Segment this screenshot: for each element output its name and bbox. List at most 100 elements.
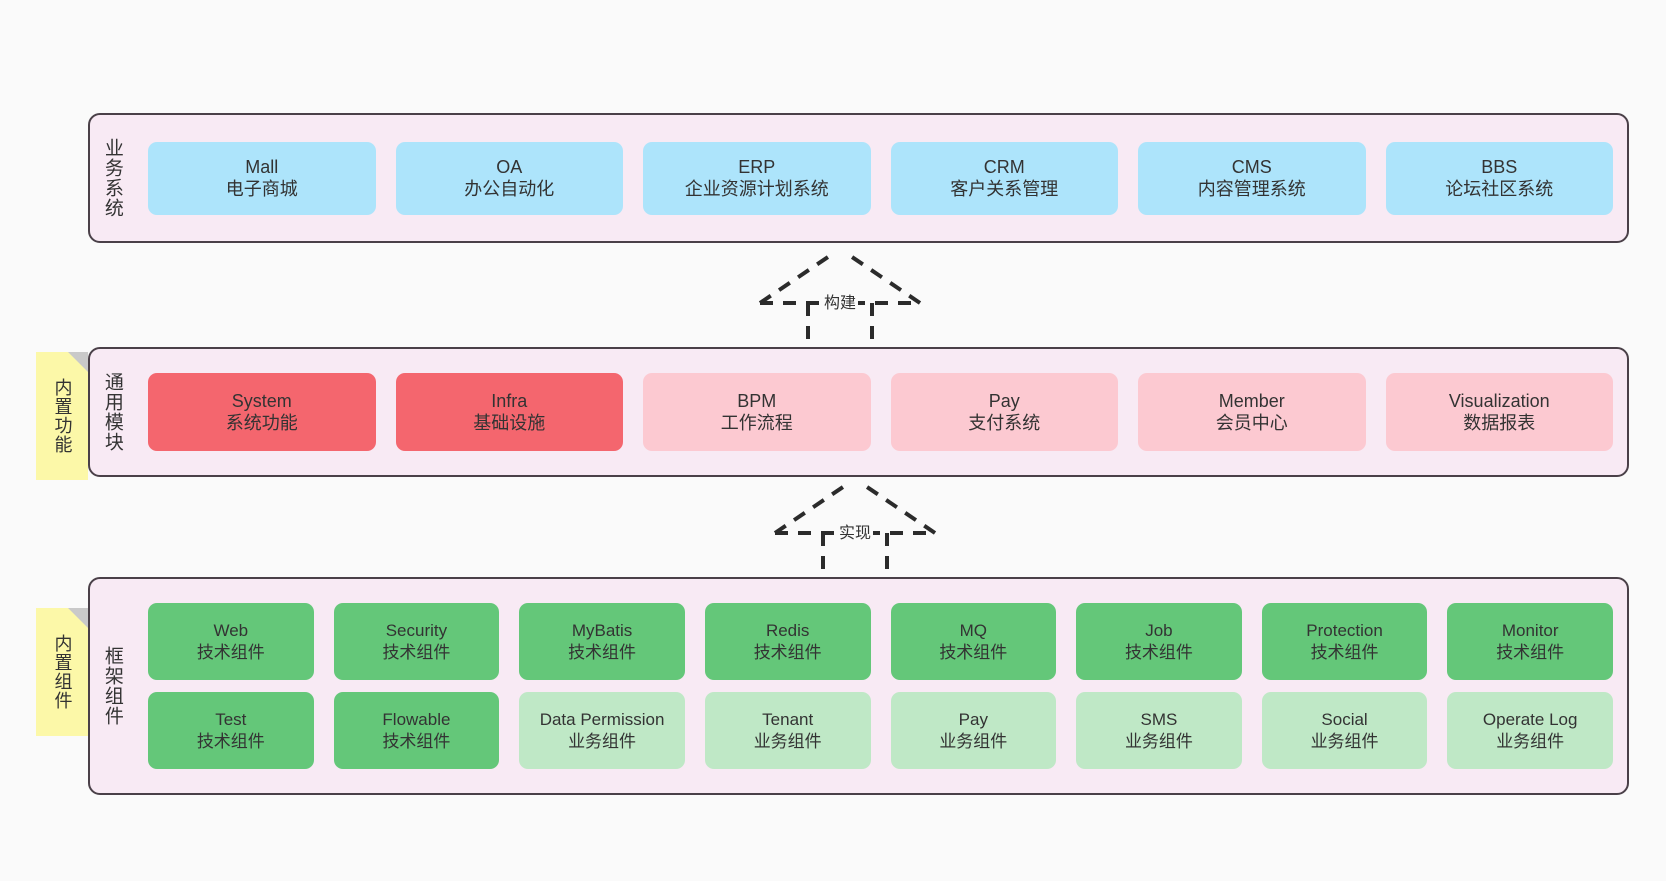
note-fold-icon [68, 352, 88, 372]
card-title: Redis [765, 621, 810, 641]
card-pay-module[interactable]: Pay 支付系统 [890, 373, 1118, 451]
card-title: SMS [1140, 710, 1178, 730]
arrowhead-right-stroke [850, 255, 922, 305]
card-subtitle: 技术组件 [382, 642, 451, 662]
card-title: Pay [958, 710, 988, 730]
card-subtitle: 技术组件 [196, 642, 265, 662]
framework-row-technical: Web 技术组件 Security 技术组件 MyBatis 技术组件 Redi… [148, 603, 1613, 680]
card-subtitle: 业务组件 [939, 731, 1008, 751]
card-subtitle: 技术组件 [568, 642, 637, 662]
card-subtitle: 支付系统 [968, 413, 1041, 433]
card-tenant[interactable]: Tenant 业务组件 [704, 692, 871, 769]
note-fold-icon [68, 608, 88, 628]
connector-implement: 实现 [755, 481, 955, 591]
card-bbs[interactable]: BBS 论坛社区系统 [1385, 141, 1613, 215]
card-title: Infra [491, 390, 528, 411]
card-operate-log[interactable]: Operate Log 业务组件 [1447, 692, 1613, 769]
card-pay-component[interactable]: Pay 业务组件 [890, 692, 1057, 769]
card-title: Flowable [382, 710, 451, 730]
card-protection[interactable]: Protection 技术组件 [1261, 603, 1428, 680]
arrowhead-left-stroke [773, 485, 845, 535]
card-subtitle: 技术组件 [1310, 642, 1379, 662]
note-label: 内置组件 [52, 634, 73, 710]
card-title: Protection [1306, 621, 1383, 641]
card-data-permission[interactable]: Data Permission 业务组件 [519, 692, 685, 769]
card-subtitle: 数据报表 [1463, 413, 1536, 433]
card-monitor[interactable]: Monitor 技术组件 [1447, 603, 1613, 680]
card-mybatis[interactable]: MyBatis 技术组件 [519, 603, 685, 680]
card-system[interactable]: System 系统功能 [148, 373, 376, 451]
card-title: CRM [983, 156, 1025, 177]
card-web[interactable]: Web 技术组件 [148, 603, 314, 680]
card-subtitle: 技术组件 [1496, 642, 1565, 662]
card-social[interactable]: Social 业务组件 [1261, 692, 1428, 769]
card-mall[interactable]: Mall 电子商城 [148, 141, 376, 215]
card-title: Data Permission [539, 710, 665, 730]
arrowhead-left-stroke [758, 255, 830, 305]
card-subtitle: 业务组件 [1310, 731, 1379, 751]
note-builtin-functions[interactable]: 内置功能 [36, 352, 88, 480]
card-redis[interactable]: Redis 技术组件 [704, 603, 871, 680]
connector-build-label: 构建 [821, 289, 859, 313]
layer-business-systems[interactable]: 业务系统 Mall 电子商城 OA 办公自动化 ERP 企业资源计划系统 CRM… [88, 113, 1629, 243]
card-title: MQ [959, 621, 987, 641]
card-title: Social [1321, 710, 1368, 730]
card-subtitle: 技术组件 [1124, 642, 1193, 662]
connector-build: 构建 [740, 251, 940, 361]
card-title: Member [1218, 390, 1285, 411]
layer-body-modules: System 系统功能 Infra 基础设施 BPM 工作流程 Pay 支付系统… [134, 349, 1627, 475]
card-member[interactable]: Member 会员中心 [1138, 373, 1366, 451]
card-title: Security [385, 621, 448, 641]
card-oa[interactable]: OA 办公自动化 [395, 141, 623, 215]
card-title: Job [1145, 621, 1173, 641]
card-subtitle: 工作流程 [720, 413, 793, 433]
modules-card-row: System 系统功能 Infra 基础设施 BPM 工作流程 Pay 支付系统… [148, 373, 1613, 451]
card-security[interactable]: Security 技术组件 [333, 603, 500, 680]
card-flowable[interactable]: Flowable 技术组件 [333, 692, 500, 769]
business-card-row: Mall 电子商城 OA 办公自动化 ERP 企业资源计划系统 CRM 客户关系… [148, 141, 1613, 215]
card-title: Test [215, 710, 247, 730]
card-title: Web [213, 621, 249, 641]
card-title: Monitor [1501, 621, 1559, 641]
card-bpm[interactable]: BPM 工作流程 [643, 373, 871, 451]
layer-body-business: Mall 电子商城 OA 办公自动化 ERP 企业资源计划系统 CRM 客户关系… [134, 115, 1627, 241]
card-title: BBS [1481, 156, 1518, 177]
card-title: BPM [737, 390, 777, 411]
layer-title-business: 业务系统 [101, 138, 123, 218]
note-label: 内置功能 [52, 378, 73, 454]
card-subtitle: 办公自动化 [464, 179, 555, 199]
card-subtitle: 电子商城 [225, 179, 298, 199]
card-title: CMS [1231, 156, 1272, 177]
card-cms[interactable]: CMS 内容管理系统 [1138, 141, 1366, 215]
card-subtitle: 论坛社区系统 [1445, 179, 1554, 199]
card-title: OA [496, 156, 523, 177]
card-subtitle: 业务组件 [1496, 731, 1565, 751]
layer-common-modules[interactable]: 通用模块 System 系统功能 Infra 基础设施 BPM 工作流程 Pay… [88, 347, 1629, 477]
layer-title-modules: 通用模块 [101, 372, 123, 452]
card-title: MyBatis [571, 621, 633, 641]
layer-title-framework: 框架组件 [101, 646, 123, 726]
card-infra[interactable]: Infra 基础设施 [395, 373, 623, 451]
arrowhead-right-stroke [865, 485, 937, 535]
framework-row-business: Test 技术组件 Flowable 技术组件 Data Permission … [148, 692, 1613, 769]
card-subtitle: 技术组件 [196, 731, 265, 751]
layer-body-framework: Web 技术组件 Security 技术组件 MyBatis 技术组件 Redi… [134, 579, 1627, 793]
card-title: ERP [738, 156, 776, 177]
card-sms[interactable]: SMS 业务组件 [1076, 692, 1242, 769]
card-test[interactable]: Test 技术组件 [148, 692, 314, 769]
card-crm[interactable]: CRM 客户关系管理 [890, 141, 1118, 215]
card-subtitle: 内容管理系统 [1197, 179, 1306, 199]
card-subtitle: 业务组件 [1124, 731, 1193, 751]
card-title: Pay [988, 390, 1020, 411]
card-subtitle: 业务组件 [753, 731, 822, 751]
note-builtin-components[interactable]: 内置组件 [36, 608, 88, 736]
card-job[interactable]: Job 技术组件 [1076, 603, 1242, 680]
layer-framework-components[interactable]: 框架组件 Web 技术组件 Security 技术组件 MyBatis 技术组件… [88, 577, 1629, 795]
card-title: Visualization [1448, 390, 1550, 411]
card-erp[interactable]: ERP 企业资源计划系统 [643, 141, 871, 215]
card-subtitle: 技术组件 [753, 642, 822, 662]
card-subtitle: 企业资源计划系统 [684, 179, 829, 199]
card-mq[interactable]: MQ 技术组件 [890, 603, 1057, 680]
card-visualization[interactable]: Visualization 数据报表 [1385, 373, 1613, 451]
card-title: System [231, 390, 292, 411]
